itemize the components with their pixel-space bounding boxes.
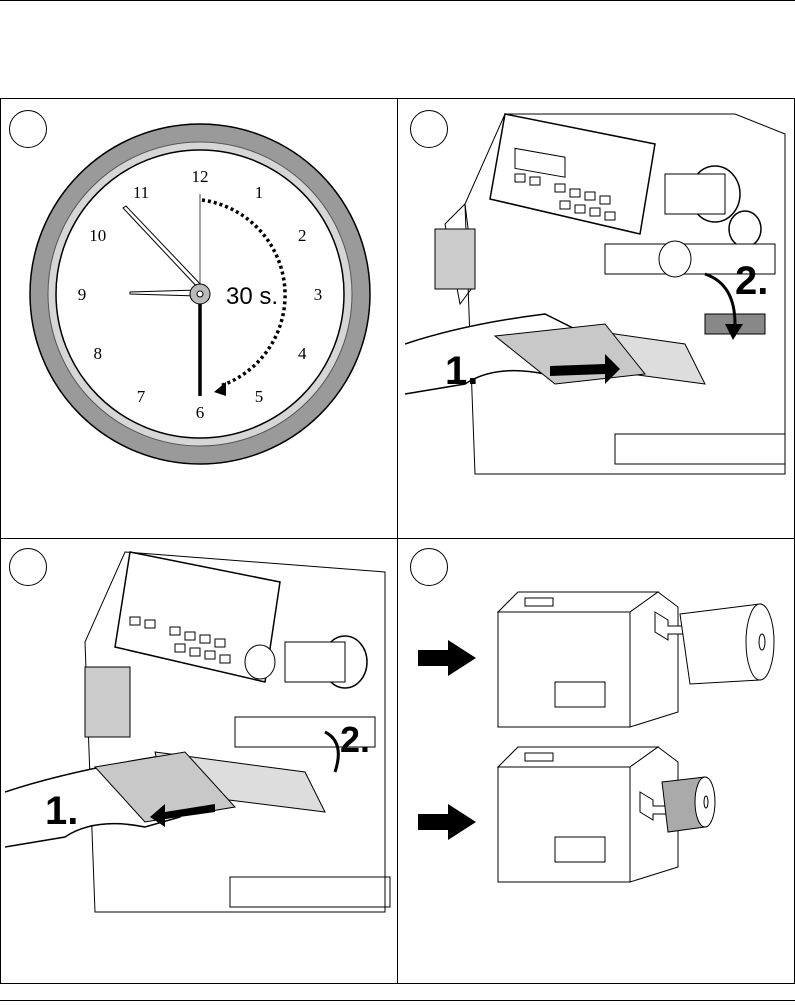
printer-lower (498, 747, 715, 882)
bottom-rule (0, 1000, 795, 1001)
clock-numeral: 10 (89, 226, 106, 245)
printer-upper (498, 592, 774, 727)
top-rule (0, 0, 795, 1)
remove-step1-label: 1. (45, 789, 78, 833)
clock-numeral: 1 (255, 183, 264, 202)
clock-numeral: 3 (314, 285, 323, 304)
clock-numeral: 5 (255, 387, 264, 406)
remove-step2-label: 2. (340, 719, 370, 760)
clock-numeral: 4 (298, 344, 307, 363)
arrow-right-icon (418, 640, 476, 676)
clock-numeral: 9 (78, 285, 87, 304)
grid-divider-horizontal (0, 538, 795, 539)
clock-numeral: 8 (94, 344, 103, 363)
printer-remove-illustration: 1. 2. (5, 542, 393, 922)
duration-label: 30 s. (226, 283, 278, 310)
grid-divider-vertical (397, 98, 398, 984)
clock-numeral: 11 (133, 183, 149, 202)
clock-numeral: 6 (196, 403, 205, 422)
insert-step2-label: 2. (735, 259, 768, 303)
arrow-right-icon (418, 804, 476, 840)
load-roll-illustration (400, 542, 792, 942)
insert-step1-label: 1. (445, 349, 478, 393)
clock-numeral: 7 (137, 387, 146, 406)
clock-numeral: 2 (298, 226, 307, 245)
clock-numeral: 12 (192, 167, 209, 186)
printer-insert-illustration: 1. 2. (405, 104, 790, 484)
